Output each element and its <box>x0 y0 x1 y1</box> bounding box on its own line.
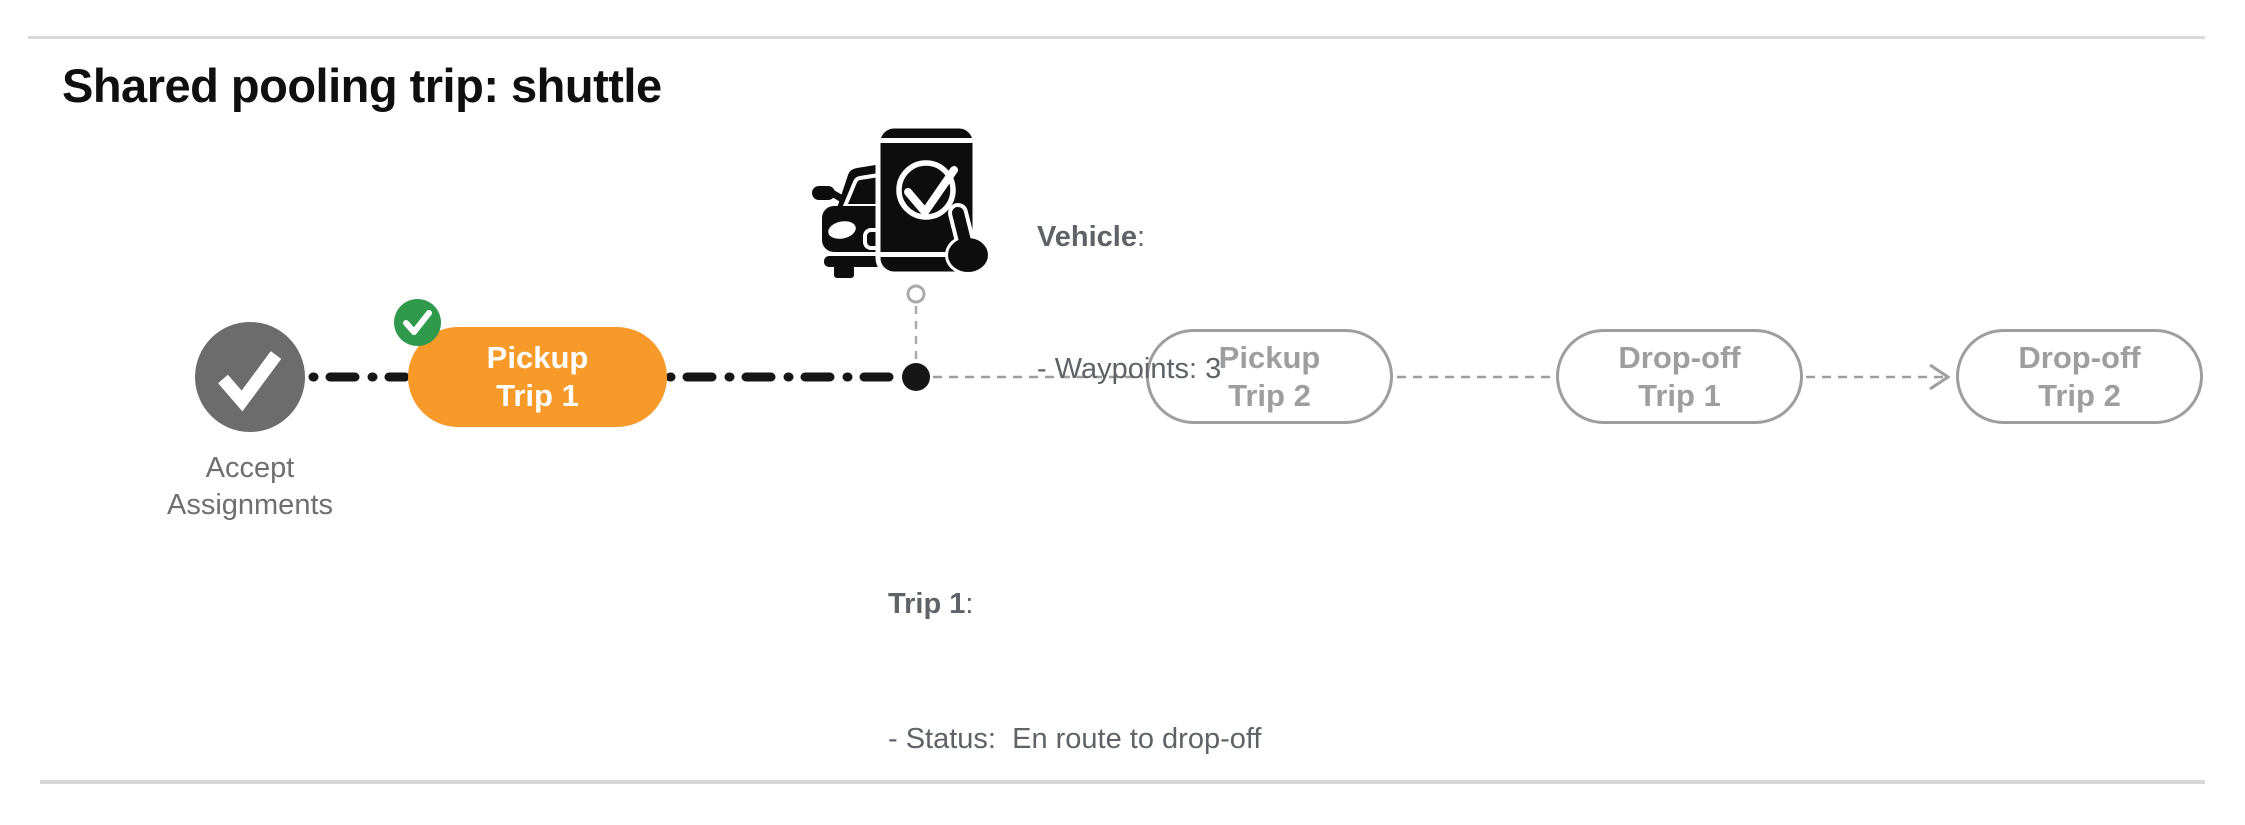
arrowhead-icon <box>1929 363 1951 391</box>
trip-details: Trip 1: - Status: En route to drop-off -… <box>888 492 1261 825</box>
hand-tap-icon <box>945 203 988 275</box>
bottom-divider <box>40 780 2205 784</box>
phone-icon <box>875 123 978 277</box>
check-icon <box>403 310 432 335</box>
start-node-label: Accept Assignments <box>120 450 380 524</box>
trip1-heading: Trip 1: <box>888 588 974 620</box>
stage-label-line1: Pickup <box>1218 339 1321 375</box>
stage-label-line2: Trip 2 <box>2038 377 2121 413</box>
stage-label-line2: Trip 2 <box>1228 377 1311 413</box>
start-node-label-line2: Assignments <box>166 489 333 521</box>
checkmark-icon <box>218 351 282 412</box>
vehicle-marker-ring <box>906 284 926 304</box>
stage-pill-pickup-trip-2: Pickup Trip 2 <box>1146 329 1393 424</box>
stage-label-line2: Trip 1 <box>496 378 579 413</box>
start-node-label-line1: Accept <box>205 452 295 484</box>
stage-pill-pickup-trip-1: Pickup Trip 1 <box>408 327 667 427</box>
top-divider <box>28 36 2205 39</box>
start-node-accept-assignments <box>195 322 305 432</box>
completed-badge <box>394 299 441 346</box>
car-icon <box>812 163 890 278</box>
vehicle-info-heading: Vehicle: <box>1037 221 1146 253</box>
stage-label-line1: Drop-off <box>2018 339 2141 375</box>
page-title: Shared pooling trip: shuttle <box>62 59 662 112</box>
stage-pill-dropoff-trip-1: Drop-off Trip 1 <box>1556 329 1803 424</box>
stage-label-line1: Drop-off <box>1618 339 1741 375</box>
vehicle-info: Vehicle: - Waypoints: 3 <box>1037 127 1221 479</box>
stage-pill-dropoff-trip-2: Drop-off Trip 2 <box>1956 329 2203 424</box>
vehicle-label: Vehicle <box>1037 221 1137 253</box>
trip1-status-line: - Status: En route to drop-off <box>888 723 1262 755</box>
trip1-label: Trip 1 <box>888 588 966 620</box>
current-position-dot <box>902 363 930 391</box>
stage-label-line1: Pickup <box>486 340 589 375</box>
vehicle-waypoints-line: - Waypoints: 3 <box>1037 353 1222 385</box>
stage-label-line2: Trip 1 <box>1638 377 1721 413</box>
vehicle-phone-check-icon <box>812 123 988 278</box>
